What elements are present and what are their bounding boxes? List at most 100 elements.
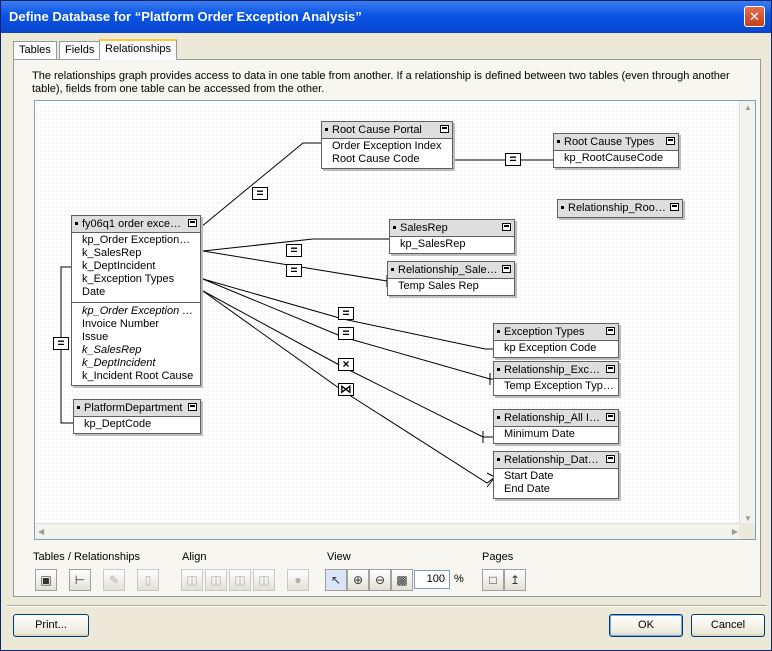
field: k_DeptIncident [82, 357, 156, 369]
close-icon: ✕ [749, 9, 760, 24]
tab-fields[interactable]: Fields [59, 41, 101, 59]
collapse-icon[interactable] [502, 265, 511, 273]
table-occurrence-relationship-excep[interactable]: Relationship_Excep… Temp Exception Types [493, 361, 619, 396]
align-top-button[interactable]: ◫ [229, 569, 251, 591]
collapse-icon[interactable] [440, 125, 449, 133]
tab-relationships[interactable]: Relationships [99, 39, 178, 60]
title-bar[interactable]: Define Database for “Platform Order Exce… [1, 1, 771, 33]
field: k_Exception Types [82, 273, 196, 286]
collapse-icon[interactable] [666, 137, 675, 145]
table-occurrence-exception-types[interactable]: Exception Types kp Exception Code [493, 323, 619, 358]
relationship-line [200, 142, 321, 228]
align-left-button[interactable]: ◫ [181, 569, 203, 591]
field: k_SalesRep [82, 344, 142, 356]
field: kp_Order Exception… [82, 234, 196, 247]
zoom-out-button[interactable]: ⊖ [369, 569, 391, 591]
table-occurrence-salesrep[interactable]: SalesRep kp_SalesRep [389, 219, 515, 254]
align-top-icon: ◫ [234, 573, 246, 587]
field: Issue [82, 331, 109, 343]
table-name: Root Cause Portal [332, 124, 422, 136]
scroll-up-icon[interactable]: ▲ [744, 103, 752, 112]
align-left-icon: ◫ [186, 573, 198, 587]
page-breaks-button[interactable]: □ [482, 569, 504, 591]
zoom-in-button[interactable]: ⊕ [347, 569, 369, 591]
relationship-symbol[interactable]: × [338, 358, 354, 371]
table-name: Relationship_All Inc… [504, 412, 612, 424]
add-table-icon: ▣ [40, 573, 52, 587]
collapse-icon[interactable] [606, 455, 615, 463]
horizontal-scrollbar[interactable]: ◀ ▶ [35, 523, 741, 539]
close-button[interactable]: ✕ [744, 6, 765, 27]
relationship-symbol[interactable]: = [338, 327, 354, 340]
page-setup-button[interactable]: ↥ [504, 569, 526, 591]
add-table-button[interactable]: ▣ [35, 569, 57, 591]
graph-toolbar: Tables / Relationships Align View Pages … [31, 551, 771, 599]
relationship-line [202, 290, 495, 438]
scroll-right-icon[interactable]: ▶ [731, 527, 738, 536]
fit-window-button[interactable]: ▩ [391, 569, 413, 591]
collapse-icon[interactable] [670, 203, 679, 211]
pencil-icon: ✎ [108, 573, 120, 587]
relationship-symbol[interactable]: = [53, 337, 69, 350]
relationship-symbol[interactable]: ⋈ [338, 382, 354, 396]
field: kp_Order Exception I… [82, 305, 196, 317]
field: kp_DeptCode [84, 418, 196, 431]
align-bottom-button[interactable]: ◫ [253, 569, 275, 591]
scroll-corner [739, 523, 755, 539]
cancel-button[interactable]: Cancel [691, 614, 765, 637]
table-name: Relationship_Sales … [398, 264, 507, 276]
relationship-symbol[interactable]: = [338, 307, 354, 320]
align-label: Align [182, 551, 207, 563]
scroll-down-icon[interactable]: ▼ [744, 514, 752, 523]
graph-canvas[interactable]: = = = = = = × ⋈ = fy06q1 order excep… kp… [35, 101, 739, 531]
field: Date [82, 286, 196, 299]
table-occurrence-relationship-all[interactable]: Relationship_All Inc… Minimum Date [493, 409, 619, 444]
table-occurrence-root-cause-portal[interactable]: Root Cause Portal Order Exception Index … [321, 121, 453, 169]
scroll-left-icon[interactable]: ◀ [38, 527, 45, 536]
field: Temp Exception Types [504, 380, 614, 392]
arrow-pointer-icon: ↖ [330, 573, 342, 587]
collapse-icon[interactable] [606, 365, 615, 373]
relationship-symbol[interactable]: = [286, 244, 302, 257]
tab-tables[interactable]: Tables [13, 41, 57, 59]
collapse-icon[interactable] [502, 223, 511, 231]
relationships-description: The relationships graph provides access … [32, 70, 730, 95]
zoom-unit: % [454, 573, 464, 585]
relationship-symbol[interactable]: = [505, 153, 521, 166]
fit-window-icon: ▩ [396, 573, 408, 587]
collapse-icon[interactable] [188, 403, 197, 411]
table-occurrence-main[interactable]: fy06q1 order excep… kp_Order Exception… … [71, 215, 201, 386]
collapse-icon[interactable] [606, 327, 615, 335]
pages-label: Pages [482, 551, 514, 563]
field: kp_SalesRep [400, 238, 510, 251]
align-right-button[interactable]: ◫ [205, 569, 227, 591]
edit-button[interactable]: ✎ [103, 569, 125, 591]
add-relationship-button[interactable]: ⊢ [69, 569, 91, 591]
relationship-symbol[interactable]: = [286, 264, 302, 277]
table-occurrence-relationship-date[interactable]: Relationship_Date … Start Date End Date [493, 451, 619, 499]
print-button[interactable]: Print... [13, 614, 89, 637]
table-occurrence-relationship-root[interactable]: Relationship_Root … [557, 199, 683, 218]
table-name: Root Cause Types [564, 136, 655, 148]
tables-relationships-label: Tables / Relationships [33, 551, 141, 563]
relationship-line [202, 278, 495, 350]
view-label: View [327, 551, 351, 563]
vertical-scrollbar[interactable]: ▲ ▼ [739, 101, 755, 525]
select-tool-button[interactable]: ↖ [325, 569, 347, 591]
field: Order Exception Index [332, 140, 448, 153]
color-button[interactable]: ● [287, 569, 309, 591]
table-occurrence-platform-department[interactable]: PlatformDepartment kp_DeptCode [73, 399, 201, 434]
delete-button[interactable]: ▯ [137, 569, 159, 591]
relationship-symbol[interactable]: = [252, 187, 268, 200]
zoom-percentage-field[interactable]: 100 [414, 570, 450, 589]
relationship-line [202, 290, 496, 484]
table-occurrence-relationship-sales[interactable]: Relationship_Sales … Temp Sales Rep [387, 261, 515, 296]
relationships-graph[interactable]: = = = = = = × ⋈ = fy06q1 order excep… kp… [34, 100, 756, 540]
ok-button[interactable]: OK [609, 614, 683, 637]
add-relationship-icon: ⊢ [74, 573, 86, 587]
collapse-icon[interactable] [606, 413, 615, 421]
table-occurrence-root-cause-types[interactable]: Root Cause Types kp_RootCauseCode [553, 133, 679, 168]
field: kp Exception Code [504, 342, 614, 355]
collapse-icon[interactable] [188, 219, 197, 227]
